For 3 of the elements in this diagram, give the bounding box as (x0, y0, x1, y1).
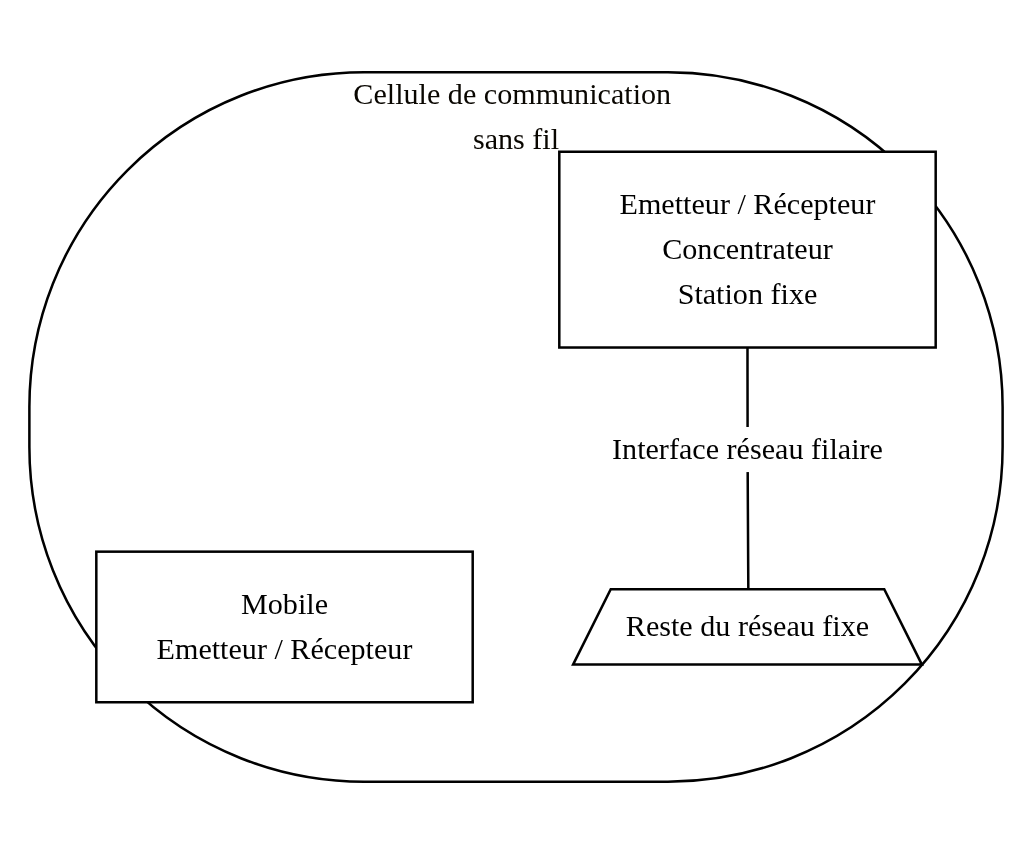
edge-label: Interface réseau filaire (612, 431, 883, 465)
node-box: Emetteur / Récepteur Concentrateur Station fixe (558, 150, 937, 349)
node-box: Mobile Emetteur / Récepteur (95, 549, 474, 703)
